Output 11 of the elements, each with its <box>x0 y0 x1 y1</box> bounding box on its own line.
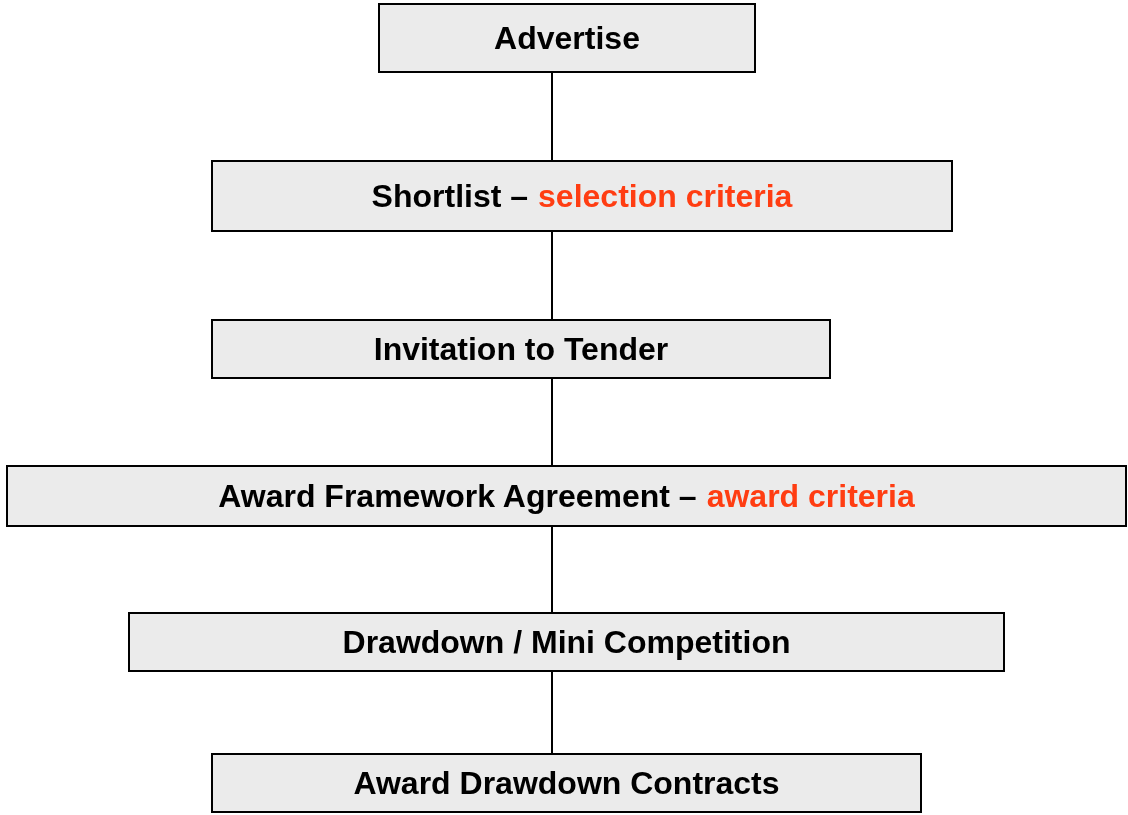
process-box: Award Drawdown Contracts <box>211 753 922 813</box>
connector-line <box>551 378 553 466</box>
connector-line <box>551 231 553 320</box>
connector-line <box>551 526 553 613</box>
process-box: Drawdown / Mini Competition <box>128 612 1005 672</box>
connector-line <box>551 72 553 161</box>
connector-line <box>551 671 553 754</box>
process-box: Shortlist – selection criteria <box>211 160 953 232</box>
process-box: Award Framework Agreement – award criteria <box>6 465 1127 527</box>
process-box: Invitation to Tender <box>211 319 831 379</box>
process-box: Advertise <box>378 3 756 73</box>
